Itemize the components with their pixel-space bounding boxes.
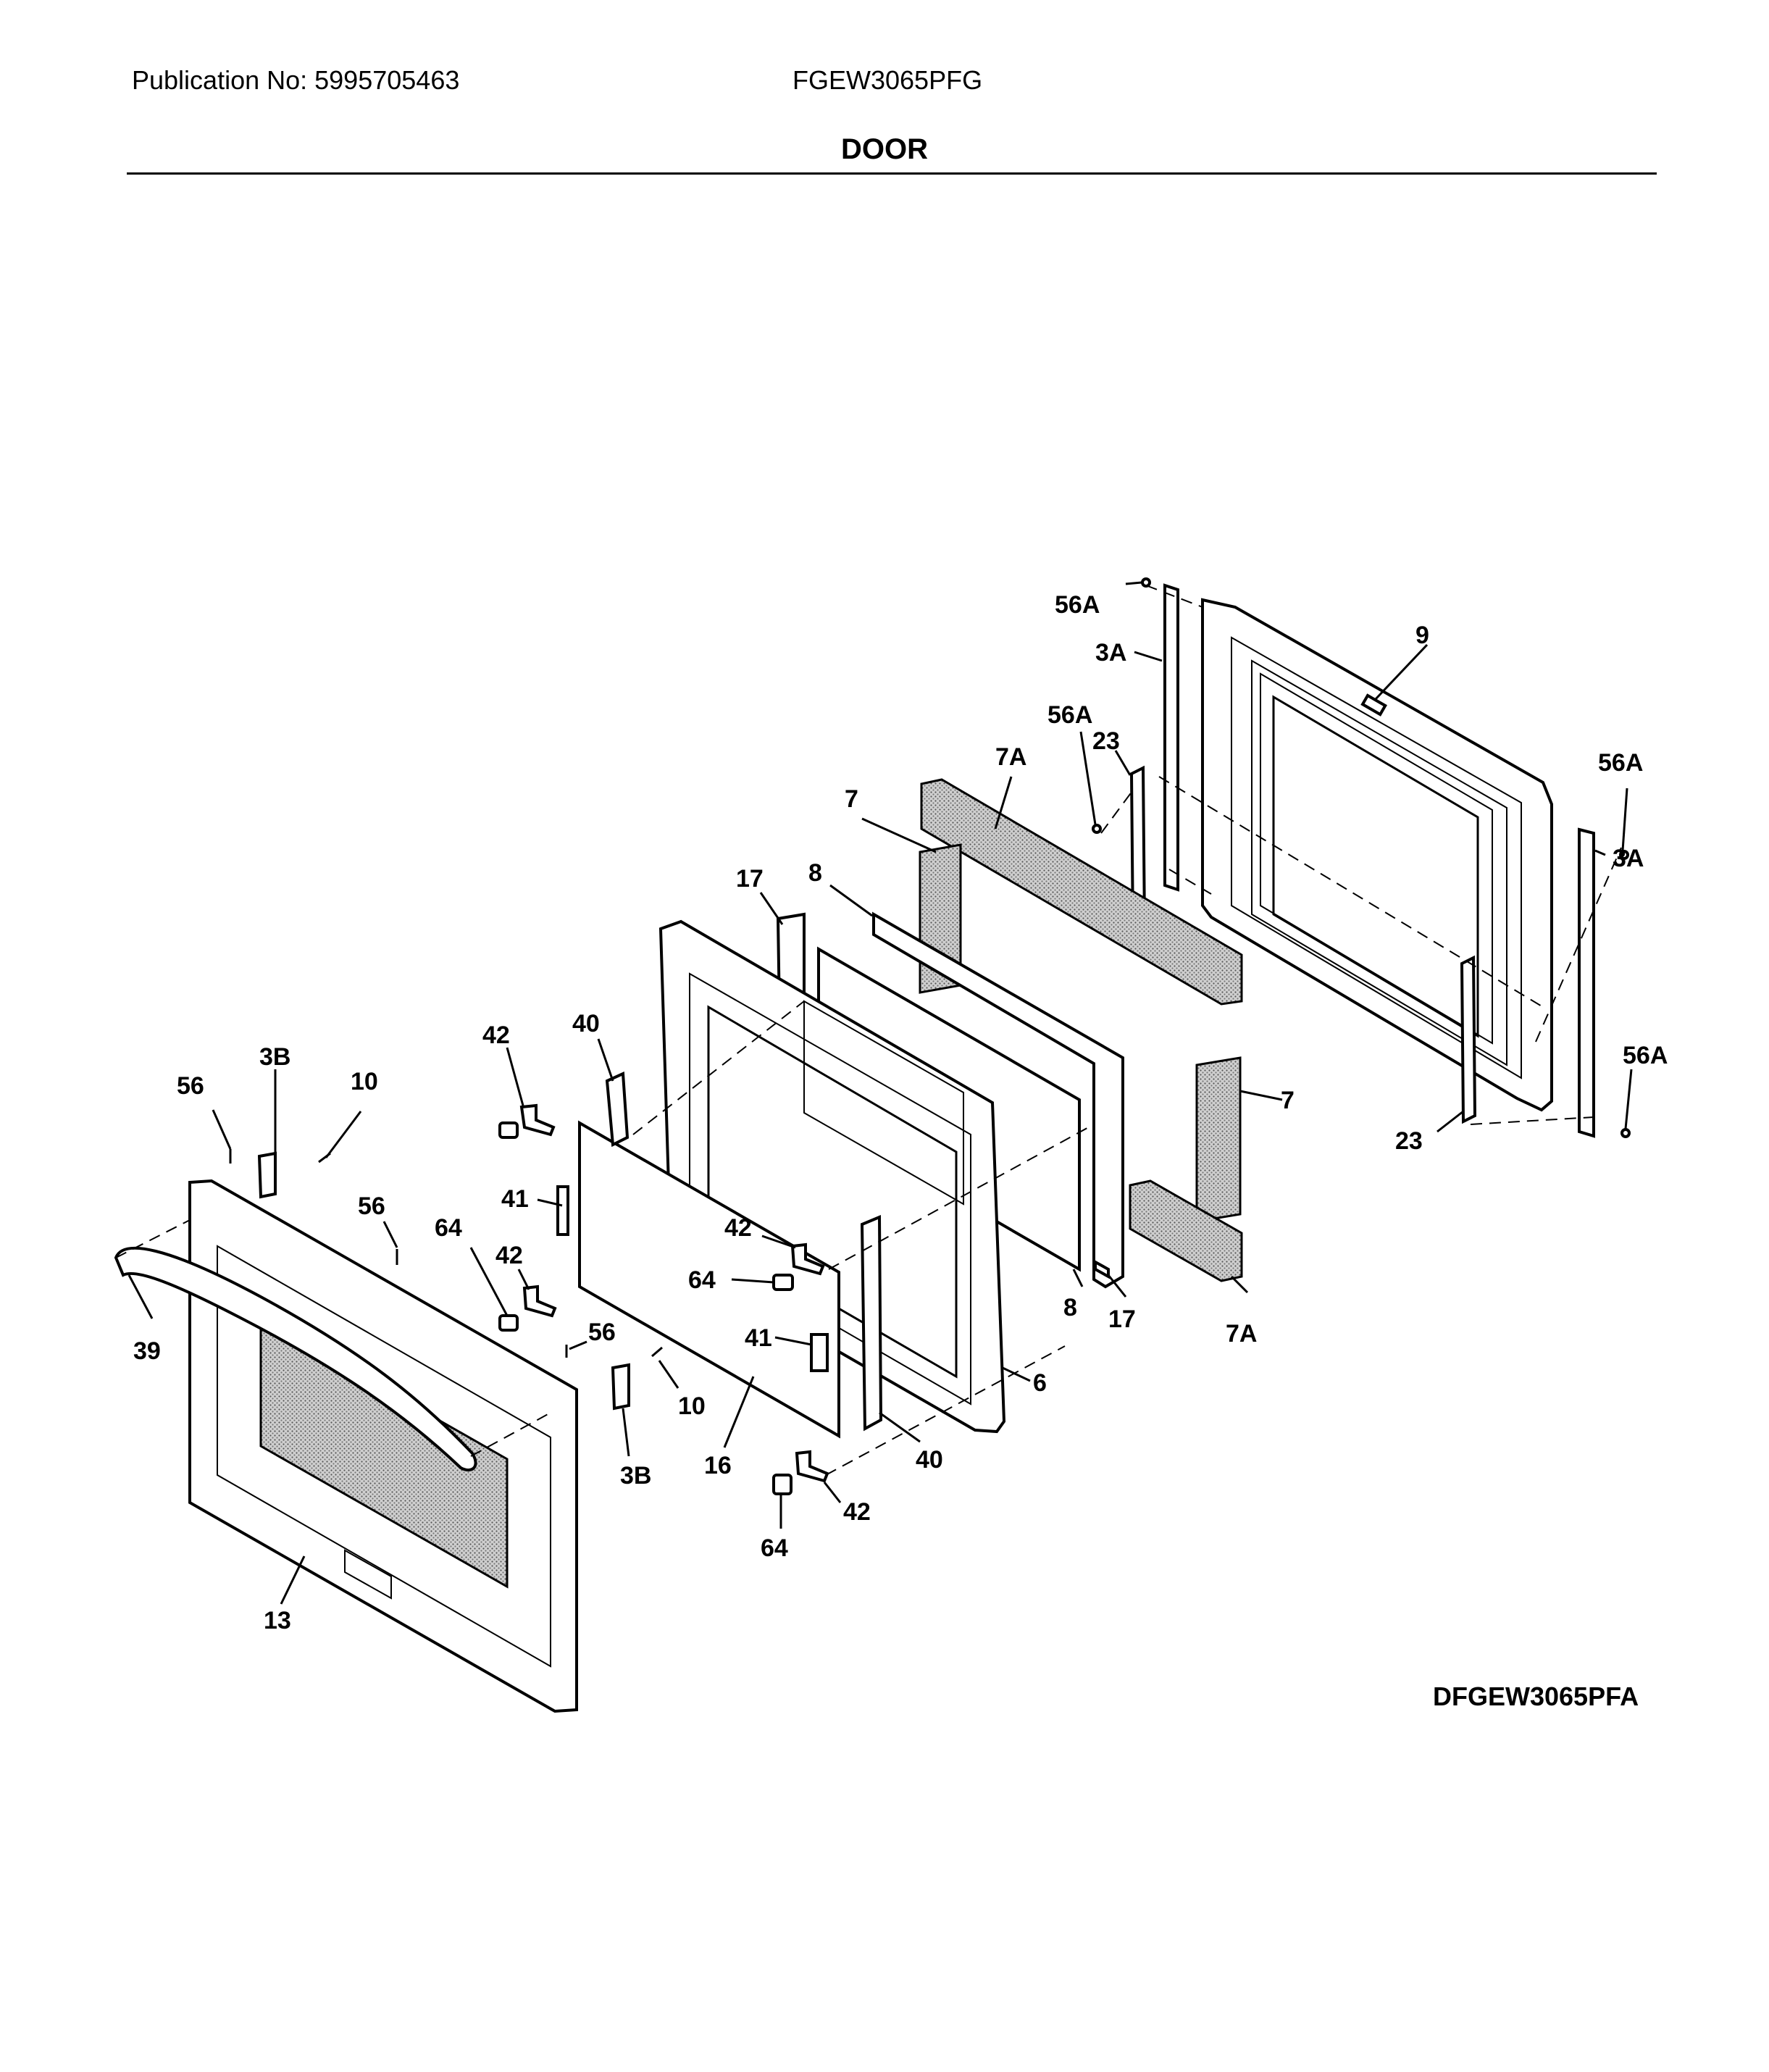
side-rail-3a-left [1163,583,1179,892]
callout-56: 56 [177,1072,204,1100]
bracket-42-right [790,1242,825,1276]
bracket-40-low [860,1215,883,1432]
diagram-code: DFGEW3065PFA [1433,1682,1639,1711]
callout-13: 13 [264,1607,291,1634]
callout-8: 8 [808,859,822,887]
bracket-3b-top [257,1151,277,1199]
callout-7: 7 [1281,1087,1295,1114]
hinge-23-low [1460,955,1477,1124]
header-divider [127,172,1657,175]
bracket-3b-low [611,1363,630,1411]
screw-56a-mid [1092,824,1102,834]
callout-7a: 7A [995,743,1026,771]
callout-3b: 3B [620,1462,651,1490]
callout-3a: 3A [1613,845,1644,872]
callout-56: 56 [588,1319,616,1346]
callout-16: 16 [704,1452,732,1479]
callout-3a: 3A [1095,639,1126,667]
callout-56: 56 [358,1192,385,1220]
callout-56a: 56A [1055,591,1100,619]
clip-41-top [556,1185,569,1236]
callout-23: 23 [1395,1127,1423,1155]
callout-56a: 56A [1047,701,1092,729]
bracket-42-low [795,1450,829,1483]
glass-8 [872,911,1124,1289]
side-rail-3a-right [1578,827,1595,1138]
callout-64: 64 [761,1534,788,1562]
screw-56a-top [1141,577,1151,588]
model-number: FGEW3065PFG [793,65,983,95]
callout-56a: 56A [1598,749,1643,777]
pad-64-left [498,1314,519,1332]
callout-64: 64 [435,1214,462,1242]
insulation-7a-low [1129,1179,1243,1282]
callout-17: 17 [1108,1306,1136,1333]
page-title: DOOR [841,133,928,165]
pad-64-mid [772,1274,794,1291]
callout-7a: 7A [1226,1320,1257,1348]
inner-door-panel-9 [1201,598,1553,1112]
screw-10-low [651,1346,663,1358]
callout-3b: 3B [259,1043,290,1071]
callout-10: 10 [678,1392,706,1420]
callout-6: 6 [1033,1369,1047,1397]
callout-labels: 56A 3A 9 56A 23 7A 56A 7 3A 8 17 40 42 3… [133,591,1668,1634]
insulation-7a-top [920,778,1243,1006]
pad-64-low [772,1474,793,1495]
screw-56a-low [1620,1128,1631,1138]
callout-7: 7 [845,785,858,813]
bracket-42-mid [522,1284,557,1318]
callout-42: 42 [495,1242,523,1269]
callout-9: 9 [1415,622,1429,649]
clip-41-mid [810,1333,829,1372]
callout-17: 17 [736,865,764,893]
callout-39: 39 [133,1337,161,1365]
screw-56a-right [1619,850,1629,860]
callout-40: 40 [916,1446,943,1474]
callout-40: 40 [572,1010,600,1037]
callout-42: 42 [843,1498,871,1526]
callout-8: 8 [1063,1294,1077,1321]
callout-42: 42 [724,1214,752,1242]
callout-42: 42 [482,1022,510,1049]
leader-lines [127,581,1633,1605]
callout-64: 64 [688,1266,716,1294]
door-handle-39 [114,1246,477,1472]
callout-41: 41 [745,1324,772,1352]
glass-16 [578,1120,840,1439]
callout-23: 23 [1092,727,1120,755]
bracket-40-top [605,1071,630,1148]
callout-56a: 56A [1623,1042,1668,1069]
callout-10: 10 [351,1068,378,1095]
bracket-42-top [519,1103,556,1137]
publication-number: Publication No: 5995705463 [132,65,460,95]
callout-41: 41 [501,1185,529,1213]
pad-64-top [498,1121,519,1139]
insulation-7-right [1195,1056,1242,1223]
